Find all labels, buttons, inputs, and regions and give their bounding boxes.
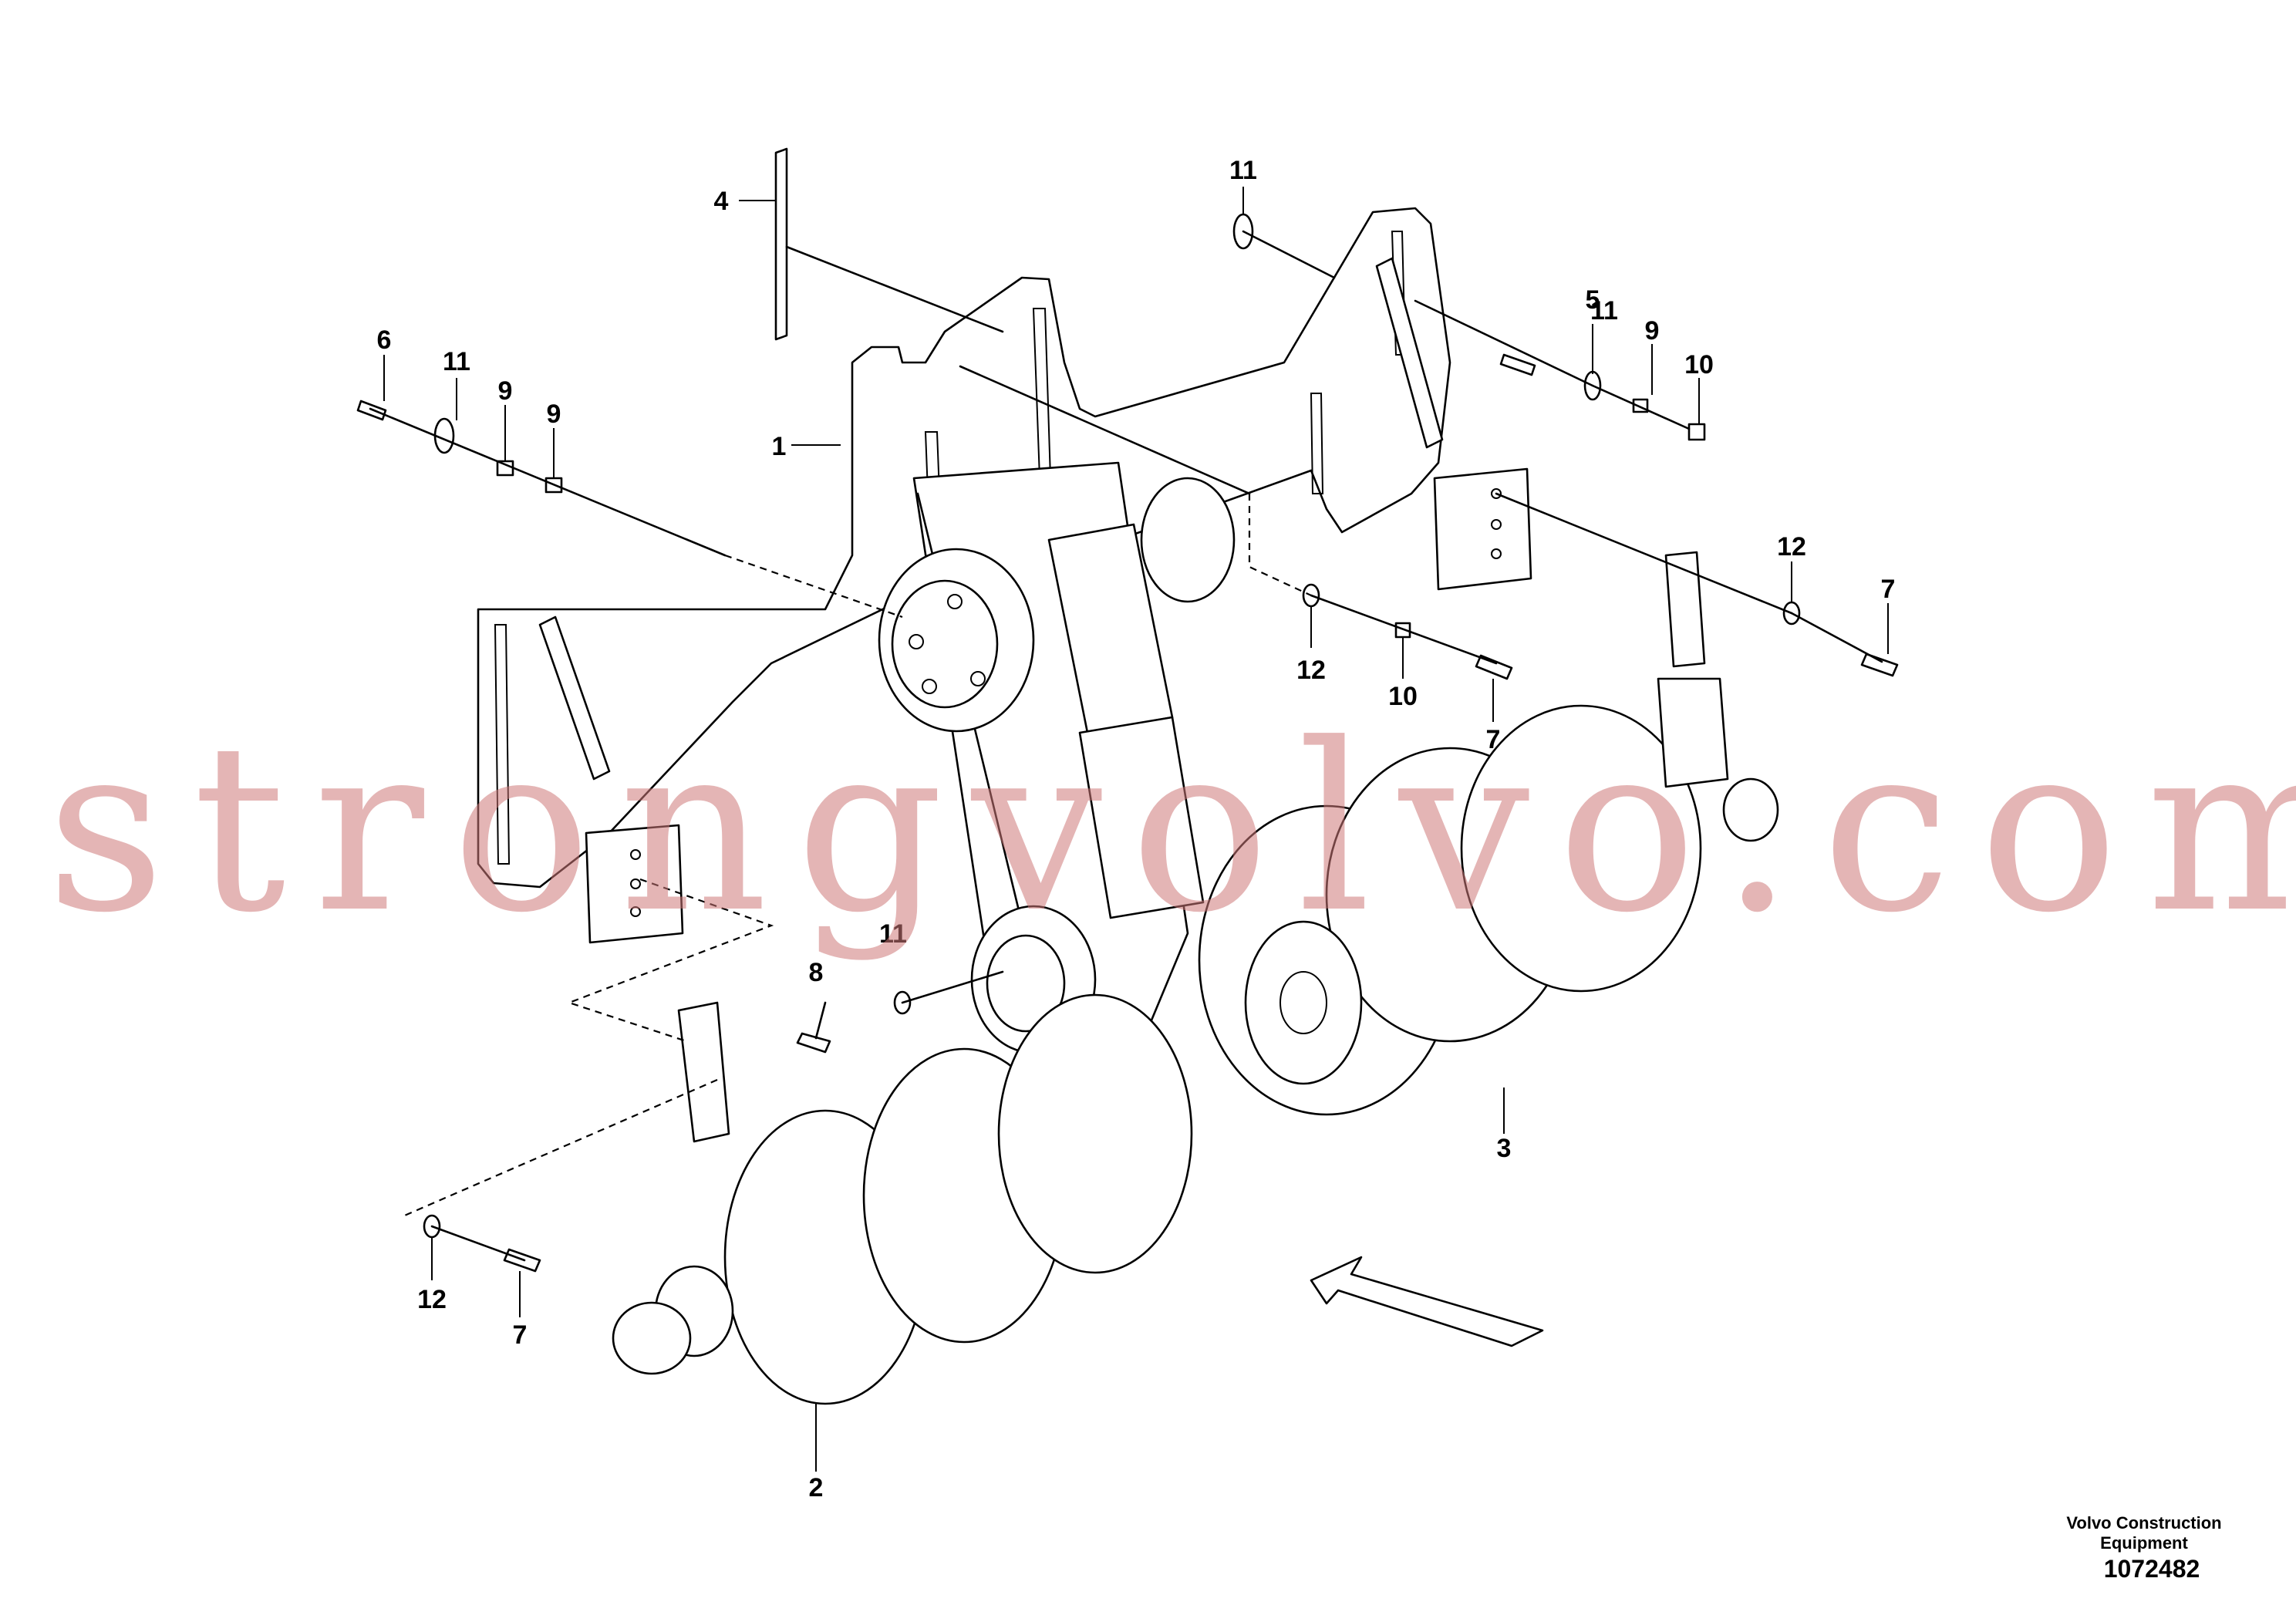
callout-6: 6 — [377, 325, 392, 355]
callout-7-bottom-left: 7 — [513, 1320, 528, 1350]
mounting-block-right — [1433, 467, 1532, 591]
callout-11-center: 11 — [879, 919, 907, 949]
assembly-lines — [369, 230, 1883, 1262]
callout-9-left-a: 9 — [498, 376, 513, 406]
callout-12-right: 12 — [1777, 532, 1806, 561]
callout-7-middle: 7 — [1486, 725, 1501, 754]
callout-2: 2 — [809, 1473, 824, 1502]
callout-3: 3 — [1497, 1134, 1512, 1163]
footer-company-name: Volvo Construction Equipment — [2021, 1513, 2267, 1553]
callout-9-left-b: 9 — [547, 400, 561, 429]
callout-labels: 1 2 3 4 5 6 7 7 7 8 9 9 9 10 10 11 11 11… — [377, 156, 1896, 1502]
leader-lines — [383, 187, 1889, 1472]
callout-11-right: 11 — [1590, 296, 1618, 325]
callout-11-top: 11 — [1229, 156, 1257, 185]
callout-5: 5 — [1586, 285, 1600, 315]
callout-12-bottom-left: 12 — [417, 1285, 447, 1314]
callout-11-left: 11 — [443, 347, 470, 376]
callout-10-right: 10 — [1684, 350, 1714, 379]
footer-drawing-number: 1072482 — [2103, 1555, 2200, 1583]
callout-8: 8 — [809, 958, 824, 987]
callout-10-middle: 10 — [1388, 682, 1418, 711]
part-2-auger-left — [612, 993, 1193, 1405]
callout-9-right: 9 — [1645, 316, 1660, 346]
footer-company-line1: Volvo Construction — [2066, 1513, 2222, 1533]
callout-4: 4 — [714, 187, 729, 216]
direction-arrow-icon — [1310, 1256, 1544, 1347]
footer-company-line2: Equipment — [2100, 1533, 2188, 1553]
part-4-plate — [774, 147, 788, 341]
mounting-block-left — [585, 824, 684, 944]
part-3-auger-right — [1198, 551, 1779, 1116]
callout-1: 1 — [772, 432, 787, 461]
hydraulic-motor — [878, 477, 1236, 733]
callout-7-top-right: 7 — [1881, 575, 1896, 604]
callout-12-middle: 12 — [1296, 656, 1326, 685]
